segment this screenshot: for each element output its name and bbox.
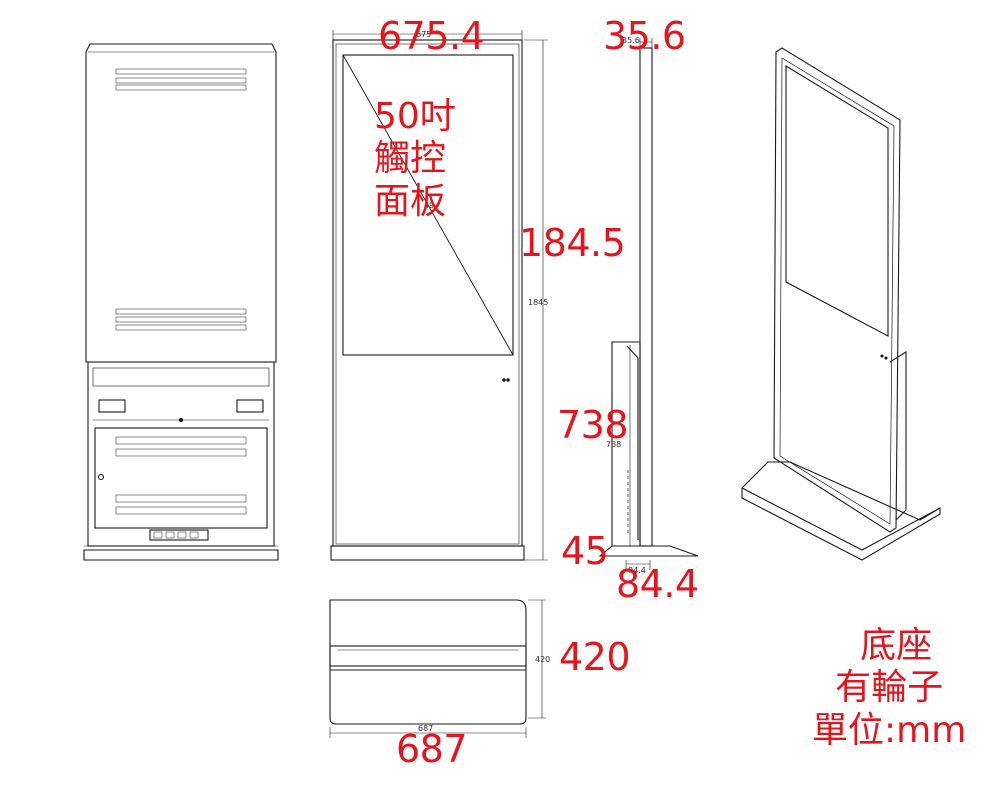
- dim-text-top-width: 687: [418, 724, 433, 733]
- panel-label: 50吋 觸控 面板: [374, 96, 456, 223]
- dim-text-base-depth: 84.4: [628, 566, 646, 575]
- dim-text-height: 1845: [528, 298, 548, 307]
- dim-text-lower-height: 738: [606, 440, 621, 449]
- panel-label-line-3: 面板: [374, 180, 447, 222]
- panel-label-line-1: 50吋: [374, 96, 456, 137]
- base-note-line-2: 有輪子: [835, 667, 944, 709]
- front-dimension-lines: [332, 30, 548, 561]
- panel-label-line-2: 觸控: [374, 138, 447, 180]
- top-width-callout: 687: [396, 727, 468, 771]
- depth-callout: 35.6: [603, 14, 686, 58]
- width-callout: 675.4: [378, 14, 485, 58]
- top-dimension-lines: [329, 599, 546, 738]
- upper-vent-grille: [115, 68, 247, 91]
- top-view: [329, 599, 546, 738]
- dim-text-top-depth: 420: [535, 655, 550, 664]
- base-height-callout: 45: [561, 529, 609, 573]
- height-callout: 184.5: [519, 221, 626, 265]
- side-dimension-lines: [625, 38, 653, 570]
- side-view: [598, 38, 699, 570]
- base-depth-callout: 84.4: [616, 562, 699, 606]
- front-view: [330, 30, 548, 561]
- dim-text-depth: 35.6: [622, 36, 640, 45]
- lower-vent-grille: [115, 436, 247, 515]
- middle-vent-grille: [115, 308, 247, 331]
- base-note: 底座 有輪子 單位:mm: [812, 625, 966, 752]
- back-view: [83, 43, 279, 561]
- base-note-line-1: 底座: [860, 625, 933, 666]
- dim-text-width: 675: [416, 30, 431, 39]
- dim-text-diagonal: 49: [424, 201, 434, 210]
- base-note-line-3: 單位:mm: [812, 709, 967, 751]
- top-depth-callout: 420: [559, 635, 631, 679]
- lower-height-callout: 738: [557, 403, 629, 447]
- perspective-view: [741, 47, 941, 561]
